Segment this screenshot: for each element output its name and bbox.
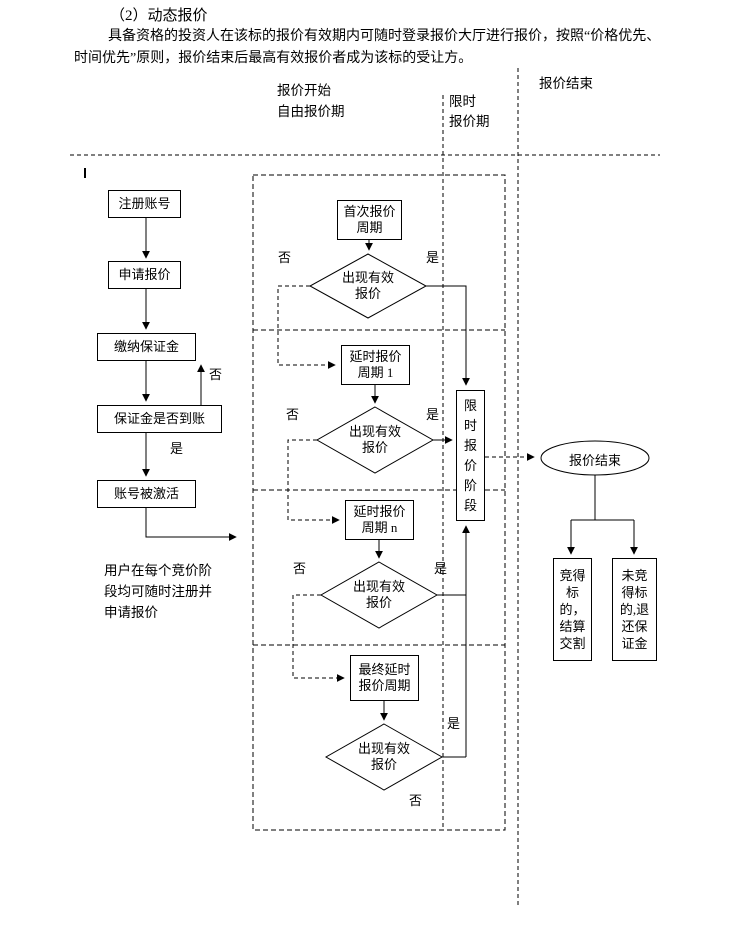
decision-3-label: 出现有效 报价 [352, 579, 405, 610]
margin-mark: l [90, 164, 94, 176]
note-text: 用户在每个竞价阶 段均可随时注册并 申请报价 [104, 563, 212, 620]
label-yes-2: 是 [426, 407, 440, 422]
outcome-lose-box: 未竞 得标 的,退 还保 证金 [612, 558, 657, 661]
cycle-extn-box: 延时报价 周期 n [345, 500, 414, 540]
decision-4-diamond [324, 723, 444, 791]
decision-2-label: 出现有效 报价 [348, 424, 401, 455]
lane-header-limited-line2: 报价期 [449, 114, 490, 129]
decision-2-diamond [315, 406, 435, 474]
solid-flow-arrows [142, 218, 638, 758]
end-oval-label: 报价结束 [568, 453, 621, 468]
outcome-win-box: 竞得 标的， 结算 交割 [553, 558, 592, 661]
apply-box: 申请报价 [108, 261, 181, 289]
label-check-yes: 是 [170, 441, 184, 456]
intro-paragraph: 具备资格的投资人在该标的报价有效期内可随时登录报价大厅进行报价，按照“价格优先、… [74, 29, 661, 66]
register-box: 注册账号 [108, 190, 181, 218]
label-yes-4: 是 [447, 716, 461, 731]
activated-box: 账号被激活 [97, 480, 196, 508]
cycle-first-box: 首次报价 周期 [337, 200, 402, 240]
label-no-3: 否 [293, 561, 307, 576]
decision-1-label: 出现有效 报价 [341, 270, 394, 301]
label-no-2: 否 [286, 407, 300, 422]
page-title: （2）动态报价 [110, 8, 208, 24]
label-no-1: 否 [278, 250, 292, 265]
pay-deposit-box: 缴纳保证金 [97, 333, 196, 361]
deposit-check-box: 保证金是否到账 [97, 405, 222, 433]
label-no-4: 否 [409, 793, 423, 808]
lane-header-open-line1: 报价开始 [277, 83, 331, 98]
lane-header-limited-line1: 限时 [449, 94, 476, 109]
dashed-no-arrows [277, 285, 535, 682]
end-oval-shape [540, 440, 650, 476]
cycle-final-box: 最终延时 报价周期 [350, 655, 419, 701]
decision-shapes [308, 253, 650, 791]
lane-header-open-line2: 自由报价期 [277, 104, 345, 119]
label-loop-no: 否 [209, 367, 223, 382]
lane-header-end: 报价结束 [539, 76, 593, 91]
label-yes-3: 是 [434, 561, 448, 576]
limited-stage-box: 限 时 报 价 阶 段 [456, 390, 485, 521]
decision-4-label: 出现有效 报价 [357, 741, 410, 772]
decision-1-diamond [308, 253, 428, 319]
cycle-ext1-box: 延时报价 周期 1 [341, 345, 410, 385]
label-yes-1: 是 [426, 250, 440, 265]
lane-divider-lines [70, 68, 660, 905]
decision-3-diamond [319, 561, 439, 629]
